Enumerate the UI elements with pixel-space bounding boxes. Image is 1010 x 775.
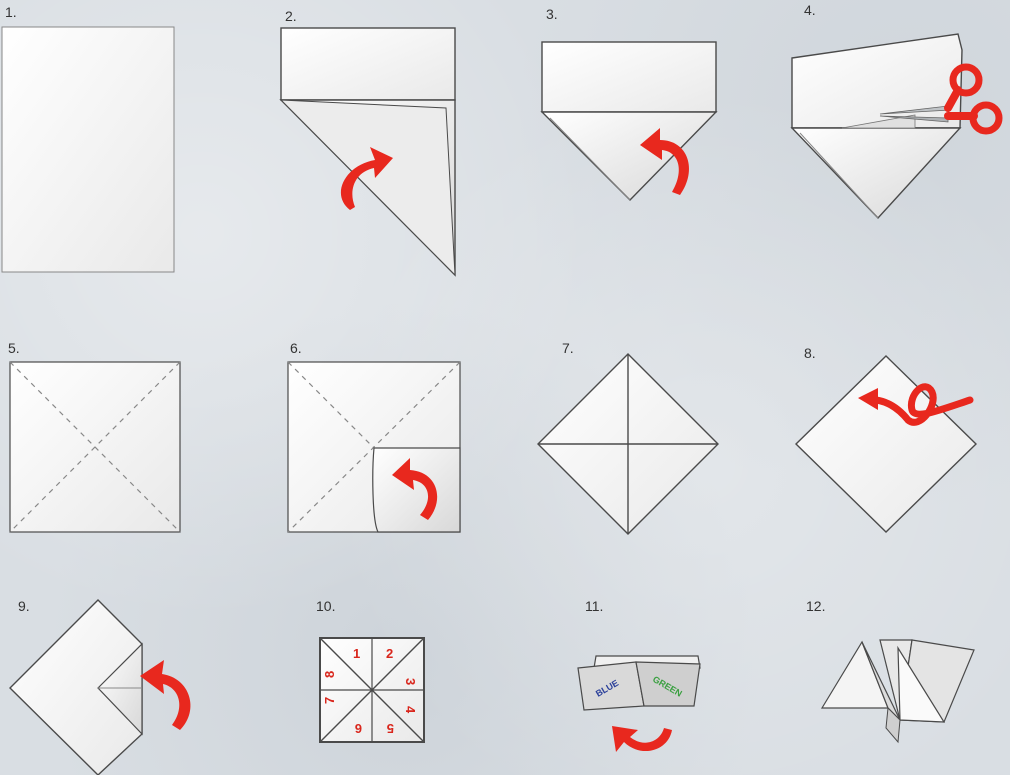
step-5-unfold-square-icon <box>10 362 180 532</box>
flap-number-2: 2 <box>386 646 393 661</box>
step-9-red-arrow-icon <box>140 660 190 730</box>
step-11-colored-flaps-icon: BLUE GREEN <box>578 656 700 710</box>
step-12-finished-fortune-teller-icon <box>822 640 974 742</box>
flap-number-7: 7 <box>322 697 337 704</box>
flap-number-6: 6 <box>355 721 362 736</box>
step-2-fold-diagonal-icon <box>281 28 455 275</box>
flap-number-8: 8 <box>322 671 337 678</box>
step-9-fold-corner-again-icon <box>10 600 142 775</box>
step-7-folded-diamond-icon <box>538 354 718 534</box>
step-4-cut-strip-icon <box>792 34 962 218</box>
flap-number-1: 1 <box>353 646 360 661</box>
step-8-flip-over-icon <box>796 356 976 532</box>
step-10-numbered-flaps-icon: 1 2 3 4 5 6 7 8 <box>320 638 424 742</box>
flap-number-4: 4 <box>403 706 418 714</box>
step-1-blank-paper-icon <box>2 27 174 272</box>
step-11-red-arrow-icon <box>612 726 672 752</box>
step-3-fold-corner-icon <box>542 42 716 200</box>
flap-number-3: 3 <box>403 678 418 685</box>
flap-number-5: 5 <box>387 721 394 736</box>
